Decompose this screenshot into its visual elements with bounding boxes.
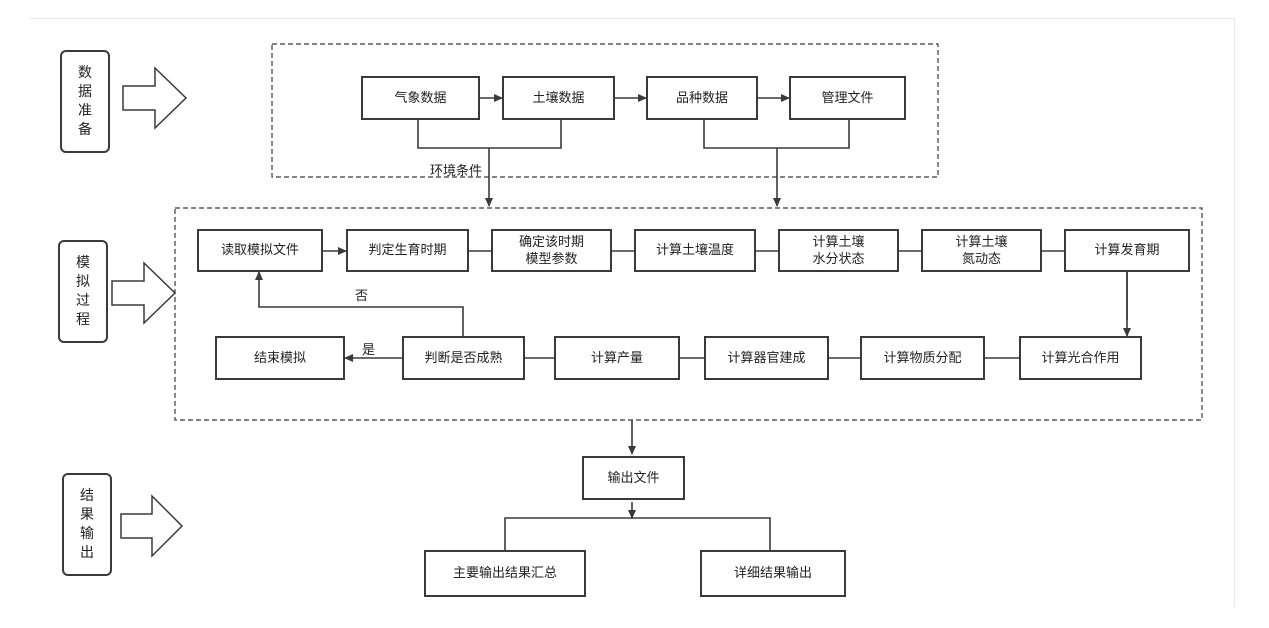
soil-nitrogen-box: 计算土壤 氮动态: [921, 229, 1042, 272]
soil-temp-box: 计算土壤温度: [634, 229, 756, 272]
organ-build-box: 计算器官建成: [704, 336, 829, 380]
simulation-group: [174, 207, 1203, 421]
variety-data-box: 品种数据: [646, 76, 758, 120]
summary-output-box: 主要输出结果汇总: [424, 550, 586, 597]
prepare-block-arrow: [122, 66, 188, 130]
model-params-box: 确定该时期 模型参数: [491, 229, 612, 272]
env-bracket-right: [703, 120, 850, 149]
yes-label: 是: [362, 343, 376, 358]
weather-data-box: 气象数据: [361, 76, 480, 120]
stage-simulate-label: 模 拟 过 程: [58, 240, 108, 343]
output-bracket: [504, 517, 771, 550]
read-sim-file-box: 读取模拟文件: [197, 229, 323, 272]
soil-water-box: 计算土壤 水分状态: [778, 229, 899, 272]
management-file-box: 管理文件: [789, 76, 906, 120]
phenology-box: 计算发育期: [1064, 229, 1190, 272]
photosynthesis-box: 计算光合作用: [1019, 336, 1142, 380]
detail-output-box: 详细结果输出: [700, 550, 846, 597]
soil-data-box: 土壤数据: [502, 76, 615, 120]
yield-box: 计算产量: [554, 336, 680, 380]
stage-output-label: 结 果 输 出: [62, 473, 112, 576]
maturity-check-box: 判断是否成熟: [402, 336, 525, 380]
env-bracket-left: [417, 120, 562, 149]
env-condition-label: 环境条件: [430, 164, 483, 179]
output-file-box: 输出文件: [582, 456, 685, 500]
canvas-frame: [30, 18, 1235, 607]
simulate-block-arrow: [111, 261, 177, 325]
partition-box: 计算物质分配: [860, 336, 985, 380]
output-block-arrow: [120, 494, 184, 558]
arrow-no-loop: [255, 271, 464, 336]
end-simulation-box: 结束模拟: [215, 336, 345, 380]
data-prep-group: [271, 43, 939, 178]
stage-prepare-label: 数 据 准 备: [60, 50, 110, 153]
no-label: 否: [355, 289, 369, 304]
determine-stage-box: 判定生育时期: [346, 229, 469, 272]
